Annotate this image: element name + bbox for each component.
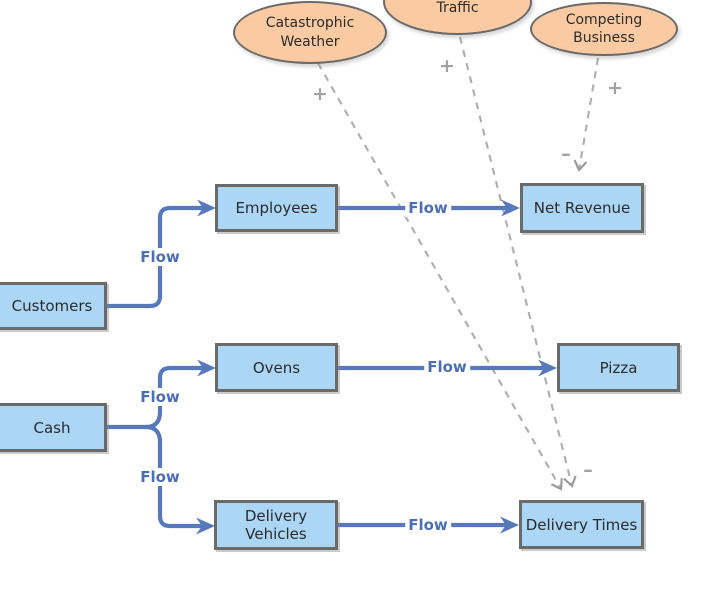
arrowhead-icon [501, 199, 520, 217]
stock-label: Employees [235, 199, 318, 217]
stock-label: Ovens [252, 358, 301, 377]
arrowhead-icon [538, 359, 557, 377]
influence-competing-business-to-net-revenue-line[interactable] [573, 57, 600, 172]
stock-label: Delivery Vehicles [244, 507, 308, 543]
stock-label: Pizza [599, 358, 638, 377]
minus-sign-net-revenue: – [561, 143, 571, 165]
stock-cash[interactable]: Cash [0, 403, 107, 452]
flow-label-ovens-pizza[interactable]: Flow [424, 358, 470, 376]
stock-customers[interactable]: Customers [0, 282, 107, 330]
flow-label-delivery-vehicles-delivery-times[interactable]: Flow [405, 516, 451, 534]
stock-employees[interactable]: Employees [215, 184, 338, 232]
stock-label: Customers [11, 297, 93, 315]
flow-label-customers-employees[interactable]: Flow [137, 248, 183, 266]
external-catastrophic-weather[interactable]: Catastrophic Weather [233, 1, 387, 64]
external-label: Traffic [436, 0, 479, 16]
arrowhead-icon [500, 516, 519, 534]
stock-label: Cash [33, 418, 71, 437]
plus-sign-weather: + [312, 83, 328, 105]
arrowhead-icon [196, 517, 215, 535]
flow-label-employees-net-revenue[interactable]: Flow [405, 199, 451, 217]
stock-delivery-times[interactable]: Delivery Times [519, 500, 644, 549]
external-label: Competing Business [565, 11, 643, 46]
arrowhead-icon [197, 359, 216, 377]
arrowhead-icon [197, 199, 216, 217]
influence-traffic-to-delivery-times-line[interactable] [458, 36, 577, 488]
flow-label-cash-ovens[interactable]: Flow [137, 388, 183, 406]
stock-label: Net Revenue [533, 199, 631, 217]
stock-ovens[interactable]: Ovens [215, 343, 338, 392]
external-label: Catastrophic Weather [265, 15, 355, 50]
flow-label-cash-delivery-vehicles[interactable]: Flow [137, 468, 183, 486]
influence-weather-to-delivery-times-line[interactable] [317, 62, 563, 491]
stock-pizza[interactable]: Pizza [557, 343, 680, 392]
external-competing-business[interactable]: Competing Business [530, 2, 678, 56]
plus-sign-traffic: + [439, 55, 455, 77]
stock-delivery-vehicles[interactable]: Delivery Vehicles [214, 500, 338, 550]
flow-cash-to-delivery-vehicles-line[interactable] [145, 424, 205, 529]
stock-net-revenue[interactable]: Net Revenue [520, 183, 644, 233]
minus-sign-delivery-times: – [583, 459, 593, 481]
plus-sign-competing-business: + [607, 77, 623, 99]
stock-label: Delivery Times [525, 515, 638, 534]
